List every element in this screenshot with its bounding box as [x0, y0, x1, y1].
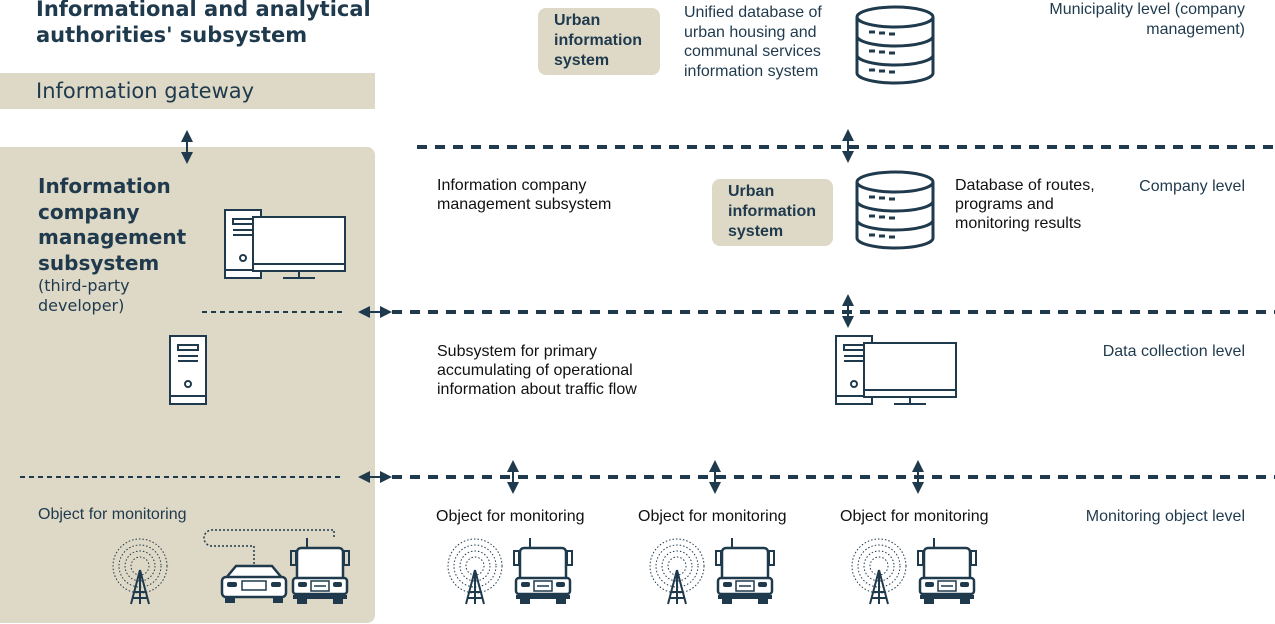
database-icon [855, 5, 935, 85]
gateway-label: Information gateway [36, 79, 255, 103]
monitoring-object-label-3: Object for monitoring [840, 508, 989, 525]
municipality-uis-box: Urban information system [538, 8, 660, 75]
radio-tower-icon [851, 538, 907, 605]
monitoring-object-label-2: Object for monitoring [638, 508, 787, 525]
data-collection-level-label: Data collection level [1102, 343, 1245, 360]
company-db-label: Database of routes, programs and monitor… [955, 177, 1095, 232]
truck-icon [916, 536, 978, 606]
left-object-label: Object for monitoring [38, 506, 187, 523]
radio-tower-icon [447, 538, 503, 605]
double-arrow-icon [180, 129, 194, 165]
municipality-level-label: Municipality level (company management) [1049, 1, 1245, 38]
server-tower-icon [169, 335, 207, 405]
left-title: Informational and analytical authorities… [36, 0, 371, 47]
radio-tower-icon [112, 538, 168, 605]
left-panel-title: Information company management subsystem [38, 174, 187, 275]
truck-icon [714, 536, 776, 606]
desktop-computer-icon [225, 210, 345, 278]
double-arrow-icon [357, 470, 393, 484]
car-icon [220, 564, 288, 603]
desktop-computer-icon [836, 336, 956, 404]
level-divider-lines [392, 145, 1275, 479]
municipality-db-label: Unified database of urban housing and co… [684, 4, 822, 80]
radio-tower-icon [649, 538, 705, 605]
truck-icon [289, 536, 351, 606]
left-panel-subtitle: (third-party developer) [38, 276, 130, 315]
monitoring-object-label-1: Object for monitoring [436, 508, 585, 525]
database-icon [855, 170, 935, 250]
company-level-label: Company level [1139, 178, 1245, 195]
company-uis-box: Urban information system [712, 179, 833, 246]
double-arrow-icon [357, 305, 393, 319]
monitoring-level-label: Monitoring object level [1085, 508, 1245, 525]
data-collection-subsystem-label: Subsystem for primary accumulating of op… [437, 343, 637, 398]
truck-icon [512, 536, 574, 606]
company-subsystem-label: Information company management subsystem [437, 177, 612, 213]
gateway-bar [0, 73, 375, 109]
